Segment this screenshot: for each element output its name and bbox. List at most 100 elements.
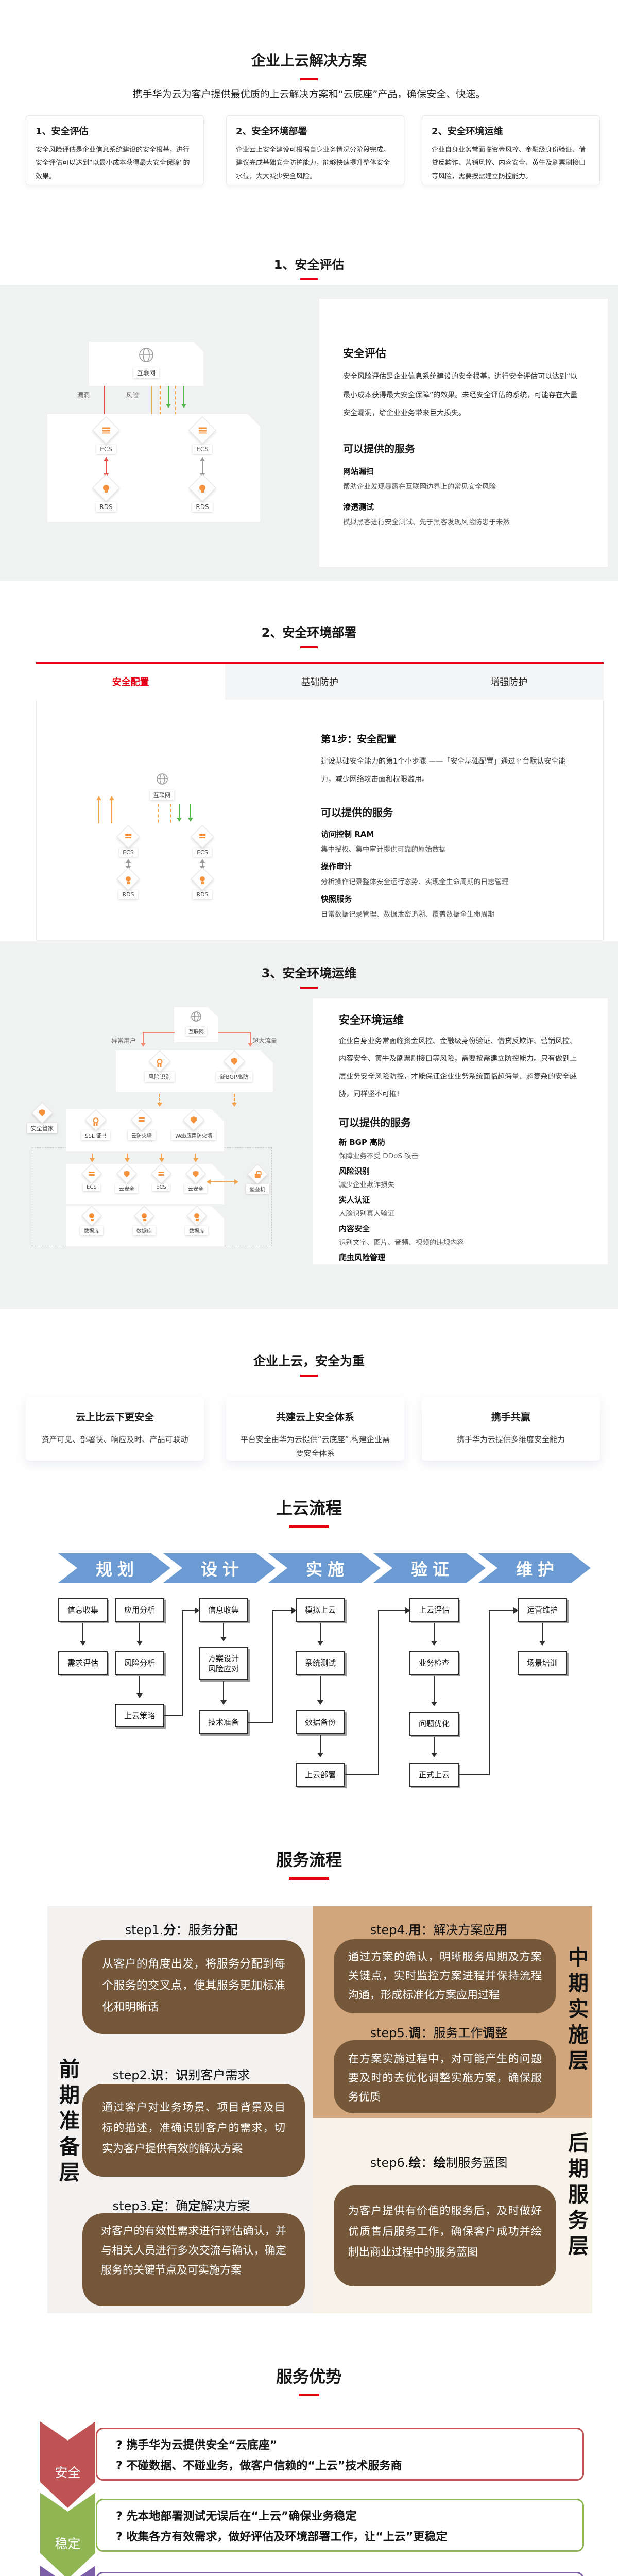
- bastion-link-arrow: [207, 1179, 238, 1184]
- security-keeper-icon: [31, 1101, 54, 1124]
- services-title: 可以提供的服务: [339, 1116, 411, 1129]
- edge-box: 风险识别 新BGP高防: [116, 1050, 273, 1092]
- risk-identify-label: 风险识别: [145, 1072, 175, 1082]
- rds-label: RDS: [192, 502, 212, 512]
- intro-card-title: 2、安全环境运维: [432, 126, 503, 137]
- deploy-tab-panel: 互联网 ECS ECS RDS RDS: [36, 700, 604, 941]
- ecs-icon: [81, 1163, 102, 1184]
- ops-panel-desc: 企业自身业务常面临资金风控、金融级身份验证、借贷反欺诈、营销风控、内容安全、黄牛…: [339, 1037, 577, 1098]
- vpc-box: ECS ECS RDS RDS: [47, 414, 260, 522]
- service-name: 快照服务: [321, 894, 352, 904]
- rds-label: RDS: [96, 502, 116, 512]
- service-name: 内容安全: [339, 1224, 370, 1234]
- assess-panel-desc: 安全风险评估是企业信息系统建设的安全根基，进行安全评估可以达到“以最小成本获得最…: [343, 372, 578, 418]
- section-assess-band: 互联网 漏洞 风险 ECS ECS RDS: [0, 285, 618, 581]
- section-service-heading: 服务流程: [276, 1850, 342, 1870]
- section-adv-underline: [0, 2385, 618, 2396]
- ecs-node: ECS: [88, 420, 124, 454]
- adv-line: ? 携手华为云提供安全“云底座”: [116, 2438, 278, 2452]
- traffic-elbow: [218, 1032, 250, 1033]
- ecs-icon: [92, 416, 120, 444]
- flow-box: 上云评估: [409, 1598, 459, 1622]
- flow-box: 运营维护: [518, 1598, 567, 1622]
- step3-box: 对客户的有效性需求进行评估确认，并与相关人员进行多次交流与确认，确定服务的关键节…: [82, 2213, 305, 2306]
- service-desc: 人脸识别真人验证: [339, 1210, 394, 1218]
- service-name: 爬虫风险管理: [339, 1253, 386, 1263]
- database-icon: [186, 1206, 207, 1226]
- assess-panel: 安全评估 安全风险评估是企业信息系统建设的安全根基，进行安全评估可以达到“以最小…: [319, 299, 608, 567]
- intro-card-body: 企业自身业务常面临资金风控、金融级身份验证、借贷反欺诈、营销风控、内容安全、黄牛…: [432, 146, 586, 180]
- phase-implement: 实施: [268, 1553, 381, 1583]
- rds-node: RDS: [184, 871, 220, 899]
- section-adv-heading: 服务优势: [276, 2367, 342, 2386]
- flow-arrow: [431, 1623, 437, 1646]
- flow-connector: [248, 1722, 272, 1723]
- tab-enhanced-protection[interactable]: 增强防护: [414, 664, 604, 700]
- internet-card: 互联网: [118, 769, 206, 803]
- ecs-icon: [188, 416, 216, 444]
- flow-box: 风险分析: [115, 1651, 164, 1675]
- database-box: 数据库 数据库 数据库: [66, 1206, 224, 1246]
- step4-box: 通过方案的确认，明晰服务周期及方案关键点，实时监控方案进程并保持流程沟通，形成标…: [334, 1939, 556, 2013]
- database-icon: [134, 1206, 154, 1226]
- orange-arrow: [193, 1154, 198, 1162]
- flow-connector: [182, 1610, 183, 1716]
- ecs-label: ECS: [119, 848, 138, 857]
- green-arrow: [188, 804, 193, 822]
- flow-connector: [164, 1715, 182, 1716]
- flow-arrow: [539, 1623, 545, 1646]
- phase-plan: 规划: [58, 1553, 170, 1583]
- abnormal-elbow: [143, 1032, 175, 1033]
- ecs-node: ECS: [184, 420, 220, 454]
- risk-identify-node: 风险识别: [142, 1054, 178, 1082]
- ecs-node: ECS: [184, 828, 220, 857]
- internet-label: 互联网: [186, 1027, 207, 1036]
- ecs-node: ECS: [75, 1166, 108, 1191]
- flow-arrow: [80, 1623, 86, 1646]
- cloud-security-label: 云安全: [184, 1183, 207, 1193]
- up-arrow: [96, 796, 101, 823]
- flow-connector-head: [513, 1607, 521, 1614]
- green-arrow: [181, 386, 186, 408]
- why-card: 云上比云下更安全 资产可见、部署快、响应及时、产品可联动: [26, 1397, 204, 1461]
- globe-icon: [189, 1009, 203, 1024]
- service-desc: 减少企业欺诈损失: [339, 1181, 394, 1190]
- flow-diagram: 规划 设计 实施 验证 维护 信息收集 应用分析 需求评估 风险分析 上云策略 …: [0, 1553, 618, 1801]
- flow-connector: [272, 1610, 273, 1723]
- flow-connector: [378, 1610, 379, 1775]
- flow-connector: [489, 1610, 490, 1775]
- service-desc: 帮助企业发现暴露在互联网边界上的常见安全风险: [343, 483, 496, 492]
- ecs-node: ECS: [145, 1166, 178, 1191]
- rds-icon: [92, 474, 120, 502]
- firewall-label: 云防火墙: [128, 1130, 156, 1140]
- abnormal-user-label: 异常用户: [111, 1037, 136, 1044]
- ecs-icon: [191, 825, 214, 848]
- ecs-label: ECS: [96, 445, 116, 454]
- flow-connector: [378, 1610, 405, 1611]
- service-desc: 集中授权、集中审计提供可靠的原始数据: [321, 845, 446, 854]
- flow-box: 问题优化: [409, 1712, 459, 1736]
- why-card-body: 资产可见、部署快、响应及时、产品可联动: [41, 1435, 188, 1444]
- cloud-security-icon: [185, 1163, 206, 1184]
- intro-card-ops: 2、安全环境运维 企业自身业务常面临资金风控、金融级身份验证、借贷反欺诈、营销风…: [422, 115, 600, 185]
- section-ops-heading: 3、安全环境运维: [261, 966, 357, 980]
- cloud-security-icon: [116, 1163, 137, 1184]
- section-deploy-underline: [0, 640, 618, 648]
- internet-label: 互联网: [133, 367, 159, 378]
- flow-box: 系统测试: [296, 1651, 345, 1675]
- rds-node: RDS: [184, 478, 220, 512]
- section-ops-underline: [0, 980, 618, 989]
- compute-box: ECS 云安全 ECS 云安全: [66, 1164, 224, 1204]
- flow-arrow: [317, 1623, 323, 1646]
- flow-arrow: [220, 1681, 227, 1705]
- why-card-body: 携手华为云提供多维度安全能力: [456, 1435, 565, 1444]
- globe-icon: [154, 771, 170, 787]
- waf-node: Web应用防火墙: [171, 1112, 216, 1140]
- tab-security-config[interactable]: 安全配置: [36, 664, 226, 700]
- early-phase-label: 前期准备层: [56, 2058, 79, 2187]
- database-icon: [81, 1206, 102, 1226]
- ops-panel: 安全环境运维 企业自身业务常面临资金风控、金融级身份验证、借贷反欺诈、营销风控、…: [313, 998, 608, 1264]
- green-arrow: [166, 386, 171, 408]
- service-name: 渗透测试: [343, 502, 374, 512]
- tab-basic-protection[interactable]: 基础防护: [225, 664, 415, 700]
